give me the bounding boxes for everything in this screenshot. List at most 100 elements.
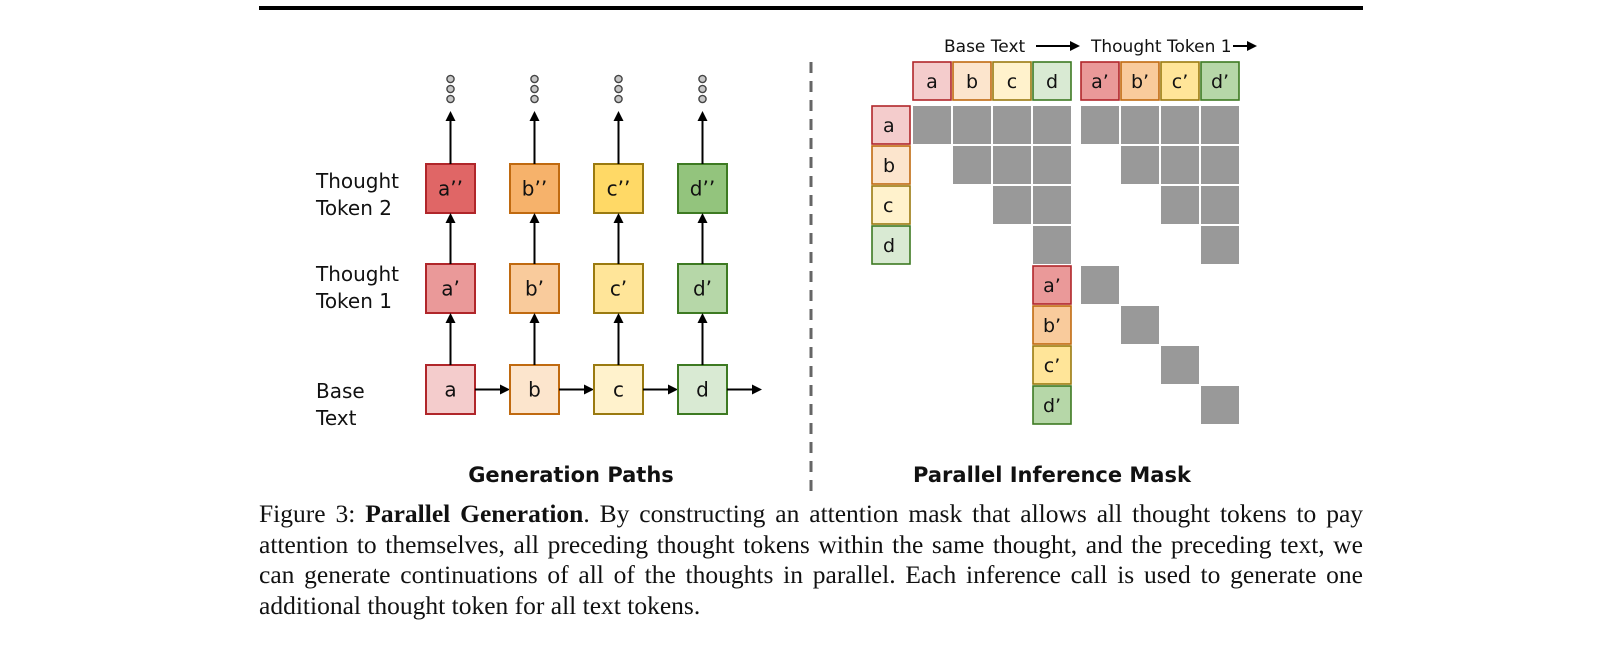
mask-col-header-label-6: c’ xyxy=(1172,71,1189,93)
mask-row-header-5 xyxy=(1032,305,1072,345)
mask-col-header-label-5: b’ xyxy=(1131,71,1149,93)
mask-cell-7-7 xyxy=(1201,386,1239,424)
row-label-thought-token-1-line2: Token 1 xyxy=(315,289,392,313)
mask-cell-2-2 xyxy=(993,186,1031,224)
mask-cell-0-5 xyxy=(1121,106,1159,144)
continuation-dot-a-1 xyxy=(446,84,455,94)
mask-cell-3-3 xyxy=(1033,226,1071,264)
mask-cell-1-3 xyxy=(1033,146,1071,184)
mask-cell-2-3 xyxy=(1033,186,1071,224)
mask-col-header-4 xyxy=(1080,61,1120,101)
mask-cell-1-1 xyxy=(953,146,991,184)
caption-title: Parallel Generation xyxy=(365,499,584,528)
row-label-base-text-line2: Text xyxy=(315,406,357,430)
mask-col-header-3 xyxy=(1032,61,1072,101)
mask-cell-1-2 xyxy=(993,146,1031,184)
mask-col-header-6 xyxy=(1160,61,1200,101)
token-box-t2-b xyxy=(509,163,560,214)
token-label-base-d: d xyxy=(696,378,709,402)
continuation-dot-a-2 xyxy=(446,94,455,104)
mask-col-header-label-3: d xyxy=(1046,71,1058,93)
mask-col-header-label-1: b xyxy=(966,71,978,93)
token-label-t2-d: d’’ xyxy=(690,177,715,201)
mask-col-header-label-4: a’ xyxy=(1091,71,1109,93)
caption-body: . By constructing an attention mask that… xyxy=(259,499,1364,620)
mask-cell-1-7 xyxy=(1201,146,1239,184)
mask-cell-2-6 xyxy=(1161,186,1199,224)
continuation-dot-c-0 xyxy=(614,74,623,84)
token-box-base-a xyxy=(425,364,476,415)
mask-row-header-label-5: b’ xyxy=(1043,315,1061,337)
mask-col-header-7 xyxy=(1200,61,1240,101)
token-box-base-d xyxy=(677,364,728,415)
mask-col-header-label-0: a xyxy=(926,71,938,93)
generation-paths-panel: Thought Token 2 Thought Token 1 Base Tex… xyxy=(315,74,762,487)
continuation-dot-b-2 xyxy=(530,94,539,104)
generation-paths-title: Generation Paths xyxy=(468,463,674,487)
continuation-dot-d-2 xyxy=(698,94,707,104)
mask-col-header-0 xyxy=(912,61,952,101)
token-label-t1-a: a’ xyxy=(441,277,460,301)
header-base-text-label: Base Text xyxy=(944,37,1026,57)
header-thought-token-1-label: Thought Token 1 xyxy=(1090,37,1232,57)
mask-row-header-2 xyxy=(871,185,911,225)
continuation-dot-d-0 xyxy=(698,74,707,84)
mask-cell-2-7 xyxy=(1201,186,1239,224)
mask-cell-6-6 xyxy=(1161,346,1199,384)
token-label-t1-c: c’ xyxy=(610,277,627,301)
mask-col-header-label-7: d’ xyxy=(1211,71,1229,93)
mask-row-header-label-0: a xyxy=(883,115,895,137)
mask-cell-0-2 xyxy=(993,106,1031,144)
mask-cell-3-7 xyxy=(1201,226,1239,264)
mask-col-header-2 xyxy=(992,61,1032,101)
mask-cell-1-6 xyxy=(1161,146,1199,184)
mask-cell-0-0 xyxy=(913,106,951,144)
figure-caption: Figure 3: Parallel Generation. By constr… xyxy=(259,499,1363,621)
mask-row-header-4 xyxy=(1032,265,1072,305)
token-box-base-b xyxy=(509,364,560,415)
parallel-inference-mask-title: Parallel Inference Mask xyxy=(913,463,1192,487)
row-label-thought-token-2-line2: Token 2 xyxy=(315,196,392,220)
mask-cell-0-6 xyxy=(1161,106,1199,144)
mask-cell-0-7 xyxy=(1201,106,1239,144)
token-label-t1-d: d’ xyxy=(693,277,712,301)
mask-row-header-6 xyxy=(1032,345,1072,385)
token-label-t2-b: b’’ xyxy=(522,177,547,201)
mask-row-header-1 xyxy=(871,145,911,185)
continuation-dot-c-2 xyxy=(614,94,623,104)
continuation-dot-b-0 xyxy=(530,74,539,84)
token-label-t1-b: b’ xyxy=(525,277,544,301)
continuation-dot-a-0 xyxy=(446,74,455,84)
row-label-thought-token-2-line1: Thought xyxy=(315,169,399,193)
caption-figure-label: Figure 3: xyxy=(259,499,356,528)
row-label-base-text-line1: Base xyxy=(316,379,365,403)
mask-row-header-7 xyxy=(1032,385,1072,425)
top-rule xyxy=(259,6,1363,10)
mask-row-header-label-1: b xyxy=(883,155,895,177)
mask-cell-5-5 xyxy=(1121,306,1159,344)
mask-row-header-label-2: c xyxy=(883,195,893,217)
token-label-t2-a: a’’ xyxy=(438,177,463,201)
mask-cell-0-4 xyxy=(1081,106,1119,144)
continuation-dot-d-1 xyxy=(698,84,707,94)
mask-cell-0-3 xyxy=(1033,106,1071,144)
token-label-t2-c: c’’ xyxy=(607,177,631,201)
mask-row-header-label-3: d xyxy=(883,235,895,257)
mask-row-header-label-4: a’ xyxy=(1043,275,1061,297)
mask-cell-0-1 xyxy=(953,106,991,144)
continuation-dot-b-1 xyxy=(530,84,539,94)
mask-row-header-label-6: c’ xyxy=(1044,355,1061,377)
mask-col-header-label-2: c xyxy=(1007,71,1017,93)
continuation-dot-c-1 xyxy=(614,84,623,94)
mask-row-header-label-7: d’ xyxy=(1043,395,1061,417)
mask-col-header-5 xyxy=(1120,61,1160,101)
row-label-thought-token-1-line1: Thought xyxy=(315,262,399,286)
token-label-base-a: a xyxy=(444,378,456,402)
mask-cell-1-5 xyxy=(1121,146,1159,184)
mask-col-header-1 xyxy=(952,61,992,101)
mask-row-header-3 xyxy=(871,225,911,265)
mask-row-header-0 xyxy=(871,105,911,145)
token-box-base-c xyxy=(593,364,644,415)
